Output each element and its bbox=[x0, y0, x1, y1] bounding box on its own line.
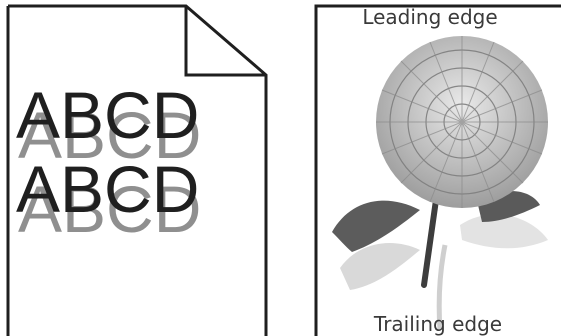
dark-leaf-left bbox=[332, 200, 420, 252]
ghost-text-line-2: ABCD bbox=[18, 172, 201, 246]
ghost-stem bbox=[436, 244, 448, 331]
page-outline bbox=[314, 4, 561, 336]
left-document: ABCD ABCD ABCD ABCD bbox=[6, 4, 268, 336]
right-document: Leading edge Trailing edge bbox=[314, 4, 561, 336]
ghost-leaf-right bbox=[460, 214, 548, 249]
folded-corner bbox=[184, 6, 266, 77]
stem bbox=[421, 197, 439, 288]
leading-edge-label: Leading edge bbox=[362, 5, 497, 29]
flower-illustration bbox=[332, 36, 548, 331]
text-line-1: ABCD bbox=[16, 78, 199, 152]
text-line-2: ABCD bbox=[16, 152, 199, 226]
petal-lines bbox=[376, 36, 548, 208]
ghost-leaf bbox=[340, 243, 420, 290]
page-outline bbox=[6, 4, 268, 336]
ghost-text-line-1: ABCD bbox=[18, 98, 201, 172]
trailing-edge-label: Trailing edge bbox=[373, 312, 502, 336]
